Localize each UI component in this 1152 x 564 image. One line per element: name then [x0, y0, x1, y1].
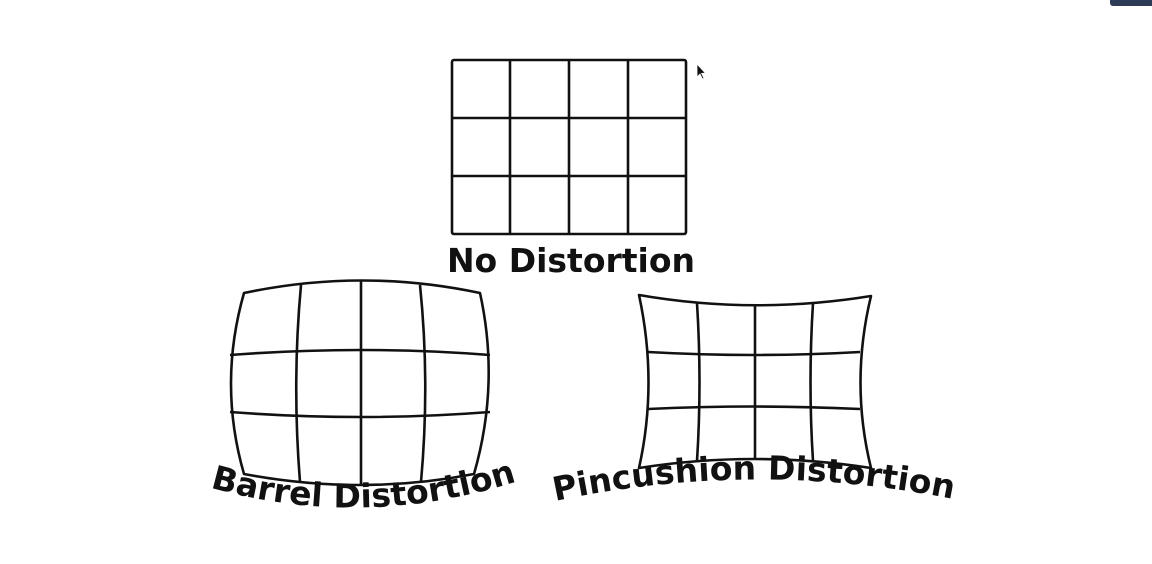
- barrel-distortion-label-wrapper: Barrel Distortion: [208, 452, 519, 516]
- barrel-distortion-label: Barrel Distortion: [208, 452, 519, 516]
- window-corner-tab: [1110, 0, 1152, 6]
- pincushion-distortion-label: Pincushion Distortion: [549, 448, 959, 508]
- barrel-distortion-grid: [229, 279, 491, 487]
- no-distortion-grid: [450, 58, 688, 236]
- pincushion-distortion-grid: [637, 293, 873, 470]
- pincushion-distortion-label-wrapper: Pincushion Distortion: [549, 448, 959, 508]
- mouse-pointer-icon: [696, 62, 707, 80]
- no-distortion-label: No Distortion: [447, 241, 695, 280]
